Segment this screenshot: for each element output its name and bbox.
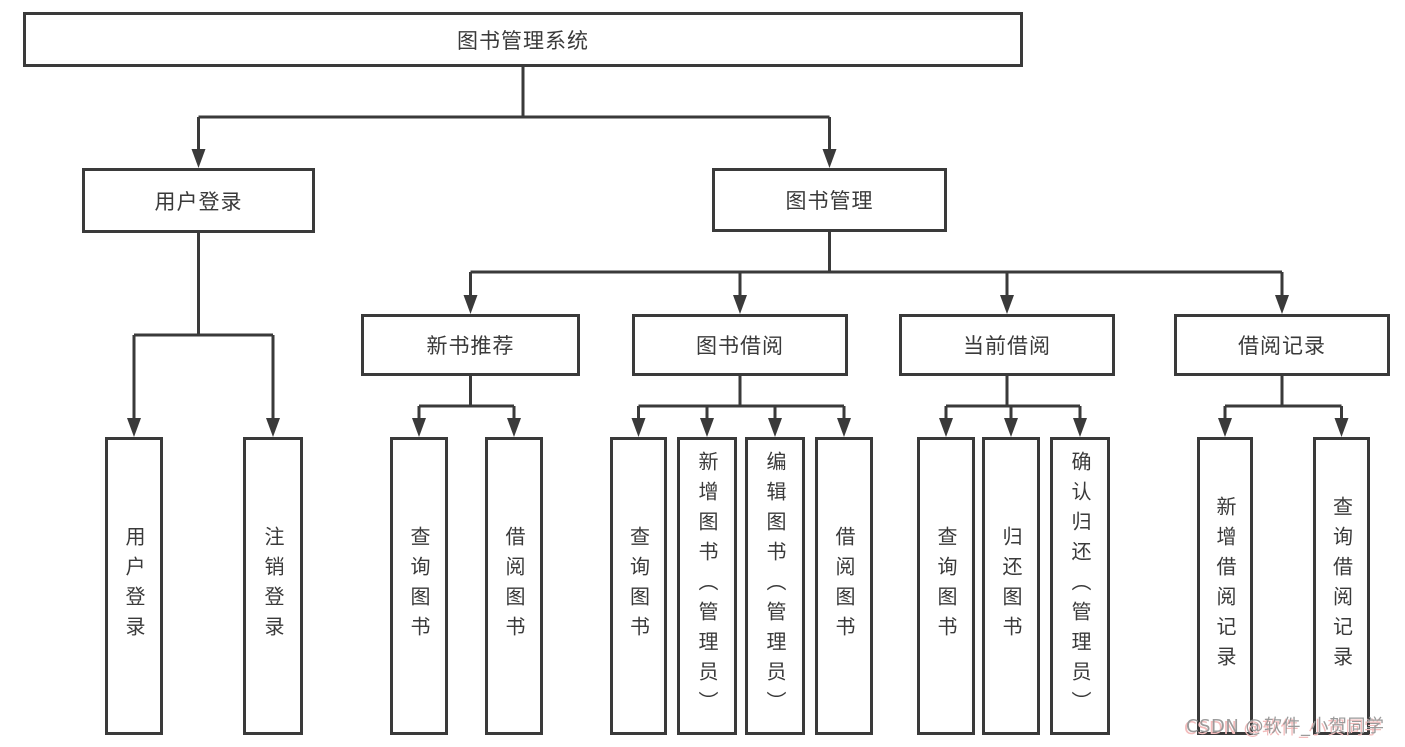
leaf-recommend-query-books: 查询图书	[390, 437, 448, 735]
node-root-system: 图书管理系统	[23, 12, 1023, 67]
leaf-logout: 注销登录	[243, 437, 303, 735]
leaf-query-borrow-record: 查询借阅记录	[1313, 437, 1370, 735]
node-book-management: 图书管理	[712, 168, 947, 232]
leaf-borrowing-borrow-books: 借阅图书	[815, 437, 873, 735]
leaf-add-books-admin-label: 新增图书（管理员）	[695, 451, 719, 721]
node-new-book-recommend-label: 新书推荐	[426, 334, 515, 358]
arrowheads	[127, 149, 1349, 437]
leaf-borrowing-query-books: 查询图书	[610, 437, 667, 735]
leaf-borrowing-borrow-books-label: 借阅图书	[832, 526, 856, 646]
leaf-borrowing-query-books-label: 查询图书	[626, 526, 651, 646]
leaf-edit-books-admin: 编辑图书（管理员）	[745, 437, 805, 735]
node-current-borrowing-label: 当前借阅	[963, 334, 1051, 358]
leaf-confirm-return-admin-label: 确认归还（管理员）	[1068, 451, 1092, 721]
leaf-add-borrow-record: 新增借阅记录	[1197, 437, 1253, 735]
leaf-logout-label: 注销登录	[261, 526, 285, 646]
leaf-user-login: 用户登录	[105, 437, 163, 735]
leaf-user-login-label: 用户登录	[122, 526, 146, 646]
leaf-edit-books-admin-label: 编辑图书（管理员）	[763, 451, 787, 721]
leaf-return-books: 归还图书	[982, 437, 1040, 735]
csdn-watermark: CSDN @软件_小贺同学	[1186, 716, 1385, 737]
node-user-login: 用户登录	[82, 168, 315, 233]
node-borrowing-records: 借阅记录	[1174, 314, 1390, 376]
leaf-recommend-query-books-label: 查询图书	[407, 526, 431, 646]
leaf-current-query-books: 查询图书	[917, 437, 975, 735]
leaf-query-borrow-record-label: 查询借阅记录	[1329, 496, 1354, 676]
node-book-management-label: 图书管理	[785, 189, 874, 213]
leaf-current-query-books-label: 查询图书	[934, 526, 958, 646]
leaf-add-books-admin: 新增图书（管理员）	[677, 437, 737, 735]
leaf-add-borrow-record-label: 新增借阅记录	[1213, 496, 1237, 676]
node-book-borrowing-label: 图书借阅	[696, 334, 784, 358]
leaf-recommend-borrow-books: 借阅图书	[485, 437, 543, 735]
node-user-login-label: 用户登录	[154, 189, 243, 214]
node-new-book-recommend: 新书推荐	[361, 314, 580, 376]
leaf-return-books-label: 归还图书	[999, 526, 1023, 646]
leaf-recommend-borrow-books-label: 借阅图书	[502, 526, 526, 646]
node-book-borrowing: 图书借阅	[632, 314, 848, 376]
node-root-system-label: 图书管理系统	[457, 28, 589, 53]
node-borrowing-records-label: 借阅记录	[1238, 334, 1326, 358]
node-current-borrowing: 当前借阅	[899, 314, 1115, 376]
leaf-confirm-return-admin: 确认归还（管理员）	[1050, 437, 1110, 735]
